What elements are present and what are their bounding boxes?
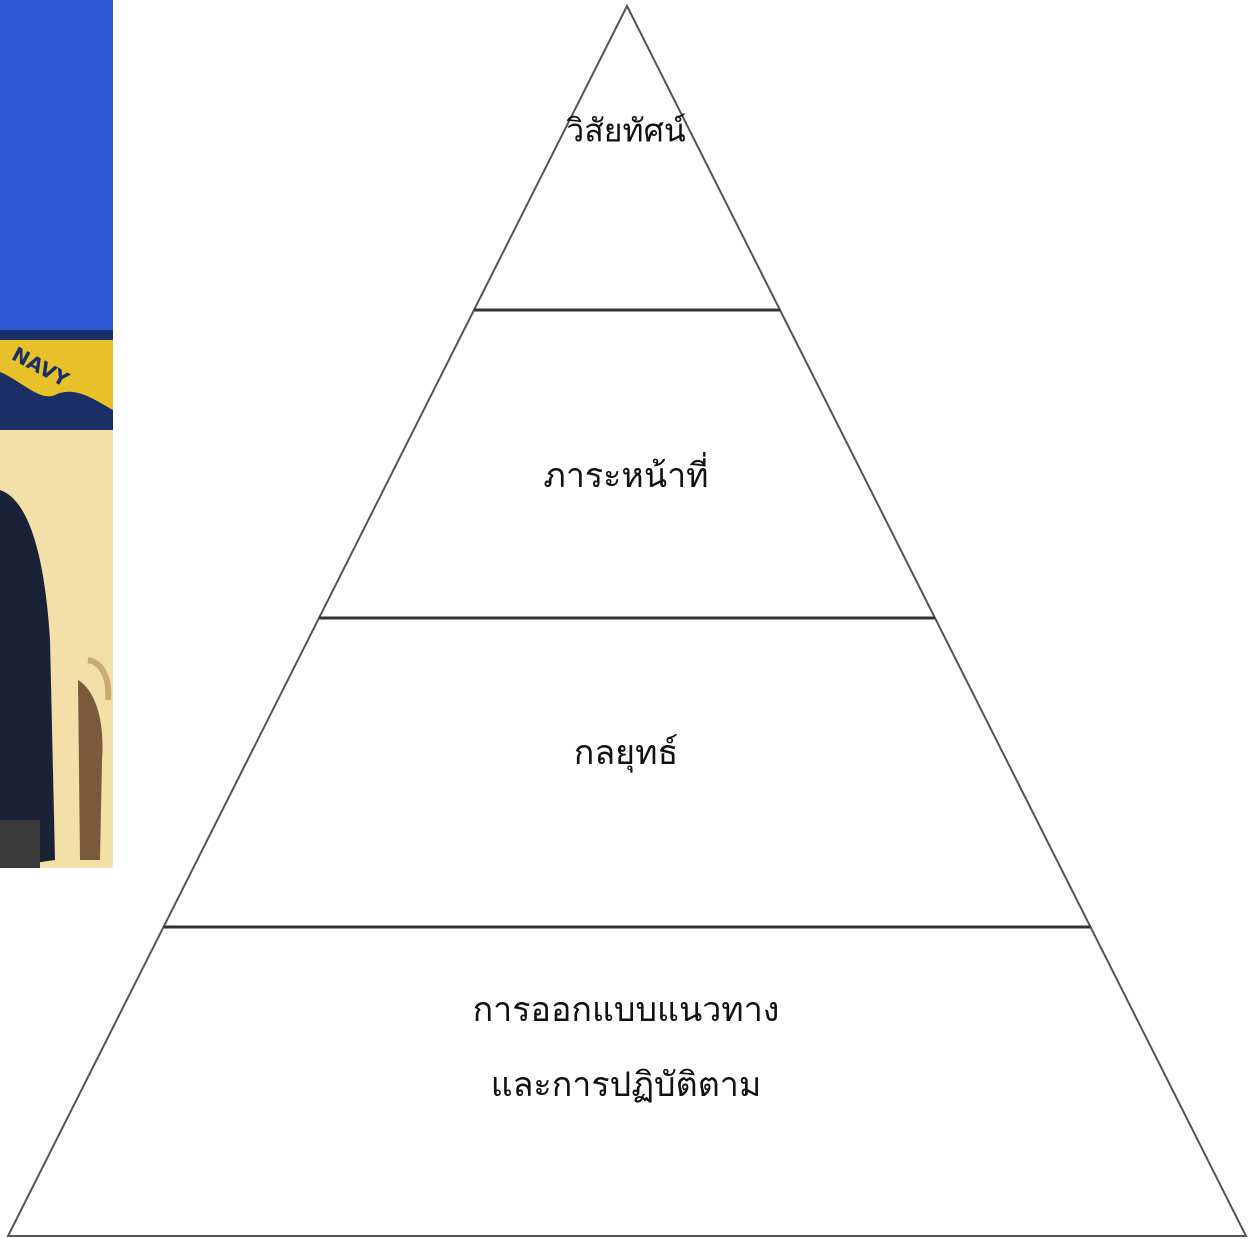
photo-shadow <box>0 820 40 868</box>
photo-image: NAVY <box>0 0 113 868</box>
level-4-label-line-1: การออกแบบแนวทาง <box>473 990 780 1030</box>
pyramid-labels: วิสัยทัศน์ภาระหน้าที่กลยุทธ์การออกแบบแนว… <box>473 112 780 1106</box>
level-2-label: ภาระหน้าที่ <box>543 452 708 496</box>
level-4-label-line-2: และการปฏิบัติตาม <box>491 1065 762 1105</box>
chair-arm-highlight <box>87 657 112 701</box>
pyramid-shapes <box>6 3 1248 1237</box>
background-photo-fragment: NAVY <box>0 0 113 868</box>
suit-sleeve <box>0 490 55 868</box>
level-3-label: กลยุทธ์ <box>574 733 679 773</box>
flag-yellow-band <box>0 340 113 410</box>
level-1-label: วิสัยทัศน์ <box>566 112 686 150</box>
pyramid-outline <box>6 3 1248 1237</box>
blue-backdrop <box>0 0 113 340</box>
chair-arm <box>78 680 103 860</box>
